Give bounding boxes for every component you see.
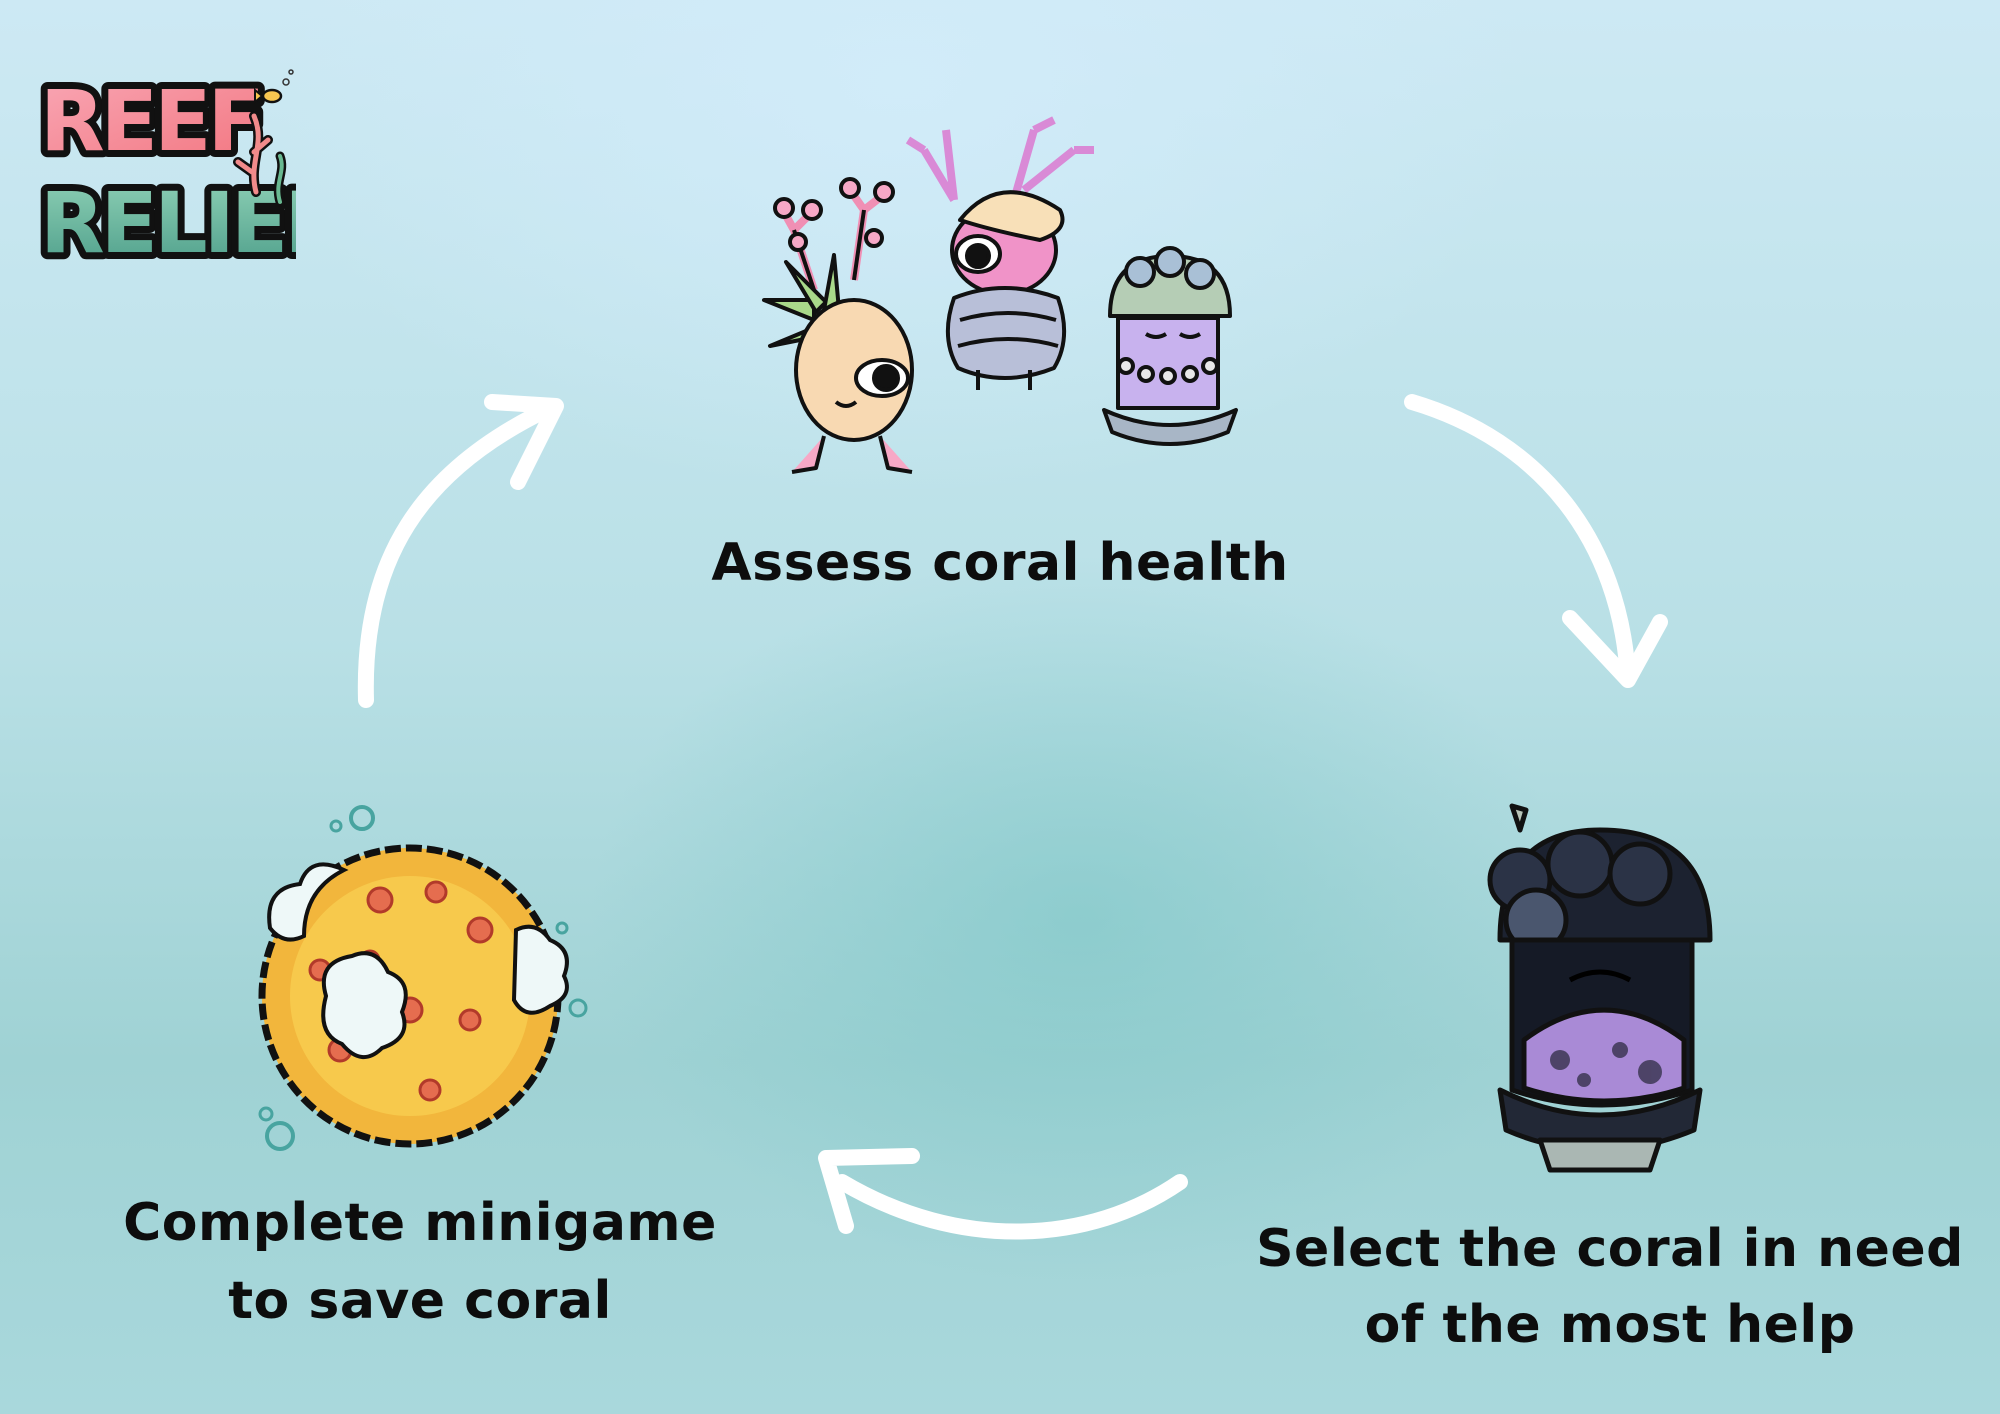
logo-line-reef: REEF xyxy=(40,72,261,170)
bleached-coral-illustration xyxy=(1460,790,1740,1200)
step-minigame-label-line1: Complete minigame xyxy=(123,1193,717,1253)
coral-character-middle xyxy=(905,116,1094,390)
step-select-label-line2: of the most help xyxy=(1364,1295,1856,1355)
arrow-left-up xyxy=(357,394,564,708)
coral-character-left xyxy=(762,177,914,474)
sponge-coral-illustration xyxy=(240,800,600,1160)
healthy-corals-illustration xyxy=(754,90,1254,480)
arrow-bottom-left xyxy=(818,1148,1188,1240)
step-minigame-label-line2: to save coral xyxy=(228,1271,612,1331)
seaweed-icon xyxy=(233,111,287,207)
step-assess-label: Assess coral health xyxy=(711,533,1289,593)
fish-icon xyxy=(254,69,294,105)
step-select-label-line1: Select the coral in need xyxy=(1256,1219,1964,1279)
arrow-right-down xyxy=(1404,394,1668,688)
coral-character-right xyxy=(1102,246,1238,446)
